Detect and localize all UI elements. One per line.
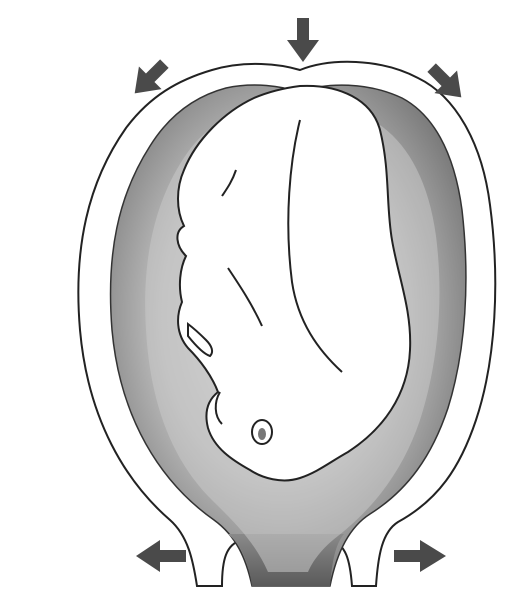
arrow-right-icon <box>394 540 446 572</box>
arrow-down-icon <box>287 18 319 62</box>
fetus-ear-inner <box>258 428 266 440</box>
fetus <box>177 86 410 481</box>
arrow-left-icon <box>136 540 186 572</box>
